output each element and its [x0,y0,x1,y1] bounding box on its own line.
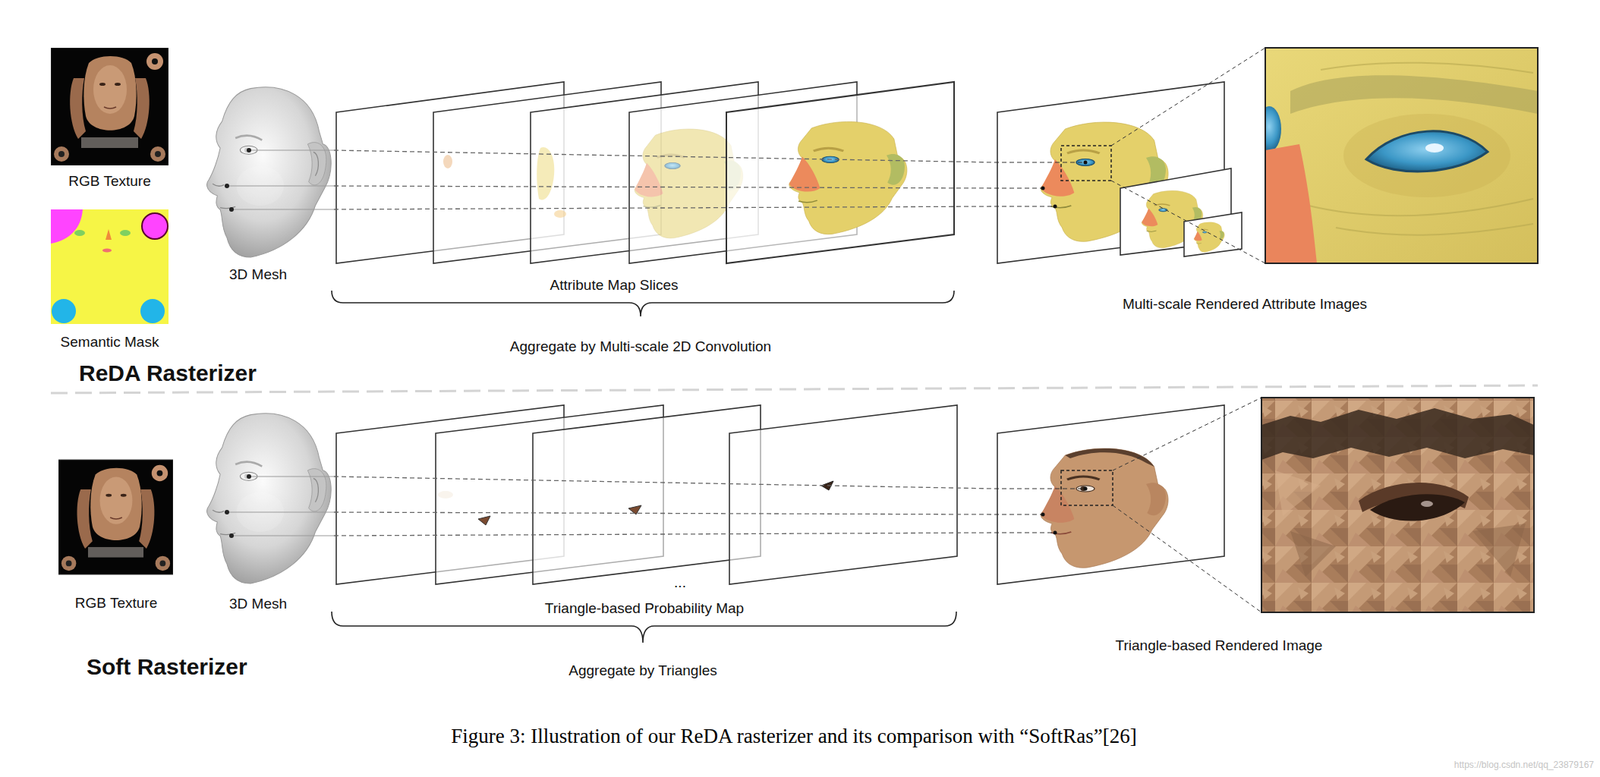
zoom-panel [1265,144,1317,264]
zoom-panel [1425,143,1444,153]
attribute-slices [789,121,908,234]
zoom-panel [1261,397,1534,613]
rendered-planes [1193,222,1225,253]
image-panel: RGB Texture [47,455,186,612]
rendered-planes [1120,168,1232,256]
rgb-texture-image [58,459,174,575]
sample-ray [1041,186,1046,191]
sample-ray [994,162,1086,207]
panel-caption: RGB Texture [65,173,154,190]
sample-ray [224,148,1088,212]
zoom-panel [1305,62,1534,236]
zoom-panel [1261,397,1534,613]
attribute-slices [536,147,555,200]
zoom-panel [1261,408,1534,460]
sample-ray [1083,160,1088,165]
connector-line [333,512,995,515]
rendered-planes [1111,47,1266,264]
sample-ray [226,476,334,536]
panel-caption: Multi-scale Rendered Attribute Images [1119,296,1371,313]
probability-slices [478,516,491,526]
sample-ray [994,488,1086,533]
mesh-head [207,87,332,258]
probability-slices [336,405,958,585]
zoom-panel [1261,397,1534,613]
rendered-plane [997,405,1225,585]
zoom-panel [1275,470,1321,517]
connector-line [333,476,995,489]
bracket [331,290,955,317]
zoom-panel [1261,408,1534,577]
image-panel: RGB Texture [43,44,177,190]
zoom-panel [1265,47,1538,264]
sample-ray [1053,204,1058,209]
panel-caption: 3D Mesh [226,266,290,284]
group-label: Attribute Map Slices [550,277,679,295]
zoom-panel [1265,47,1538,264]
mesh-panel: 3D Mesh [182,409,334,613]
zoom-panel [1472,523,1526,577]
zoom-panel [1290,531,1336,577]
panel-caption: Semantic Mask [57,333,163,351]
sample-ray [224,510,230,515]
panel-caption: Triangle-based Rendered Image [1112,637,1326,655]
mesh-head [207,413,332,584]
zoom-panel [1265,106,1282,152]
sample-ray [1053,531,1058,536]
sample-ray [229,533,234,539]
panel-caption: 3D Mesh [226,595,290,613]
zoom-panel [1265,62,1538,264]
zoom-panel [1420,500,1434,508]
figure-caption: Figure 3: Illustration of our ReDA raste… [450,724,1138,749]
sample-ray [1083,487,1088,492]
connector-line [333,532,995,536]
zoom-panel [1290,75,1538,114]
group-label: Triangle-based Probability Map [544,600,744,618]
rendered-plane [1061,470,1113,506]
sample-ray [229,207,234,212]
probability-slices [729,405,958,585]
attribute-slices [554,210,567,218]
rendered-panel: Triangle-based Rendered Image [994,402,1444,655]
ellipsis-mark: ... [674,574,687,593]
rendered-planes [1061,145,1112,181]
group-label: Aggregate by Triangles [568,662,717,681]
rgb-texture-image [50,47,169,166]
connector-line [333,206,995,210]
semantic-mask-image [50,209,169,325]
sample-ray [224,474,1088,539]
rendered-plane [1040,448,1169,568]
attribute-slices [443,154,453,169]
separator-line [50,385,1538,394]
attribute-slices [726,81,955,264]
zoom-panel [1370,494,1465,521]
rendered-planes [997,47,1266,264]
image-panel: Semantic Mask [30,204,189,351]
sample-ray [246,148,252,153]
rendered-planes [1184,212,1242,257]
section-title: Soft Rasterizer [86,653,248,681]
attribute-slices [336,81,955,264]
sample-ray [226,150,334,210]
panel-caption: RGB Texture [72,595,161,612]
zoom-panel [1343,113,1511,198]
probability-slices [532,405,761,585]
rendered-plane [1112,397,1262,613]
section-title: ReDA Rasterizer [78,359,257,388]
bracket [331,611,957,643]
sample-ray [1041,513,1046,517]
rendered-plane [997,397,1262,613]
mesh-panel: 3D Mesh [182,83,334,284]
sample-ray [246,474,252,479]
rendered-panel: Multi-scale Rendered Attribute Images [994,75,1496,313]
connector-line [333,150,995,163]
zoom-panel [1256,47,1538,264]
group-label: Aggregate by Multi-scale 2D Convolution [510,338,772,356]
zoom-panel [1366,131,1488,172]
sample-ray [224,183,230,189]
watermark: https://blog.csdn.net/qq_23879167 [1454,759,1594,771]
connector-line [333,185,995,189]
